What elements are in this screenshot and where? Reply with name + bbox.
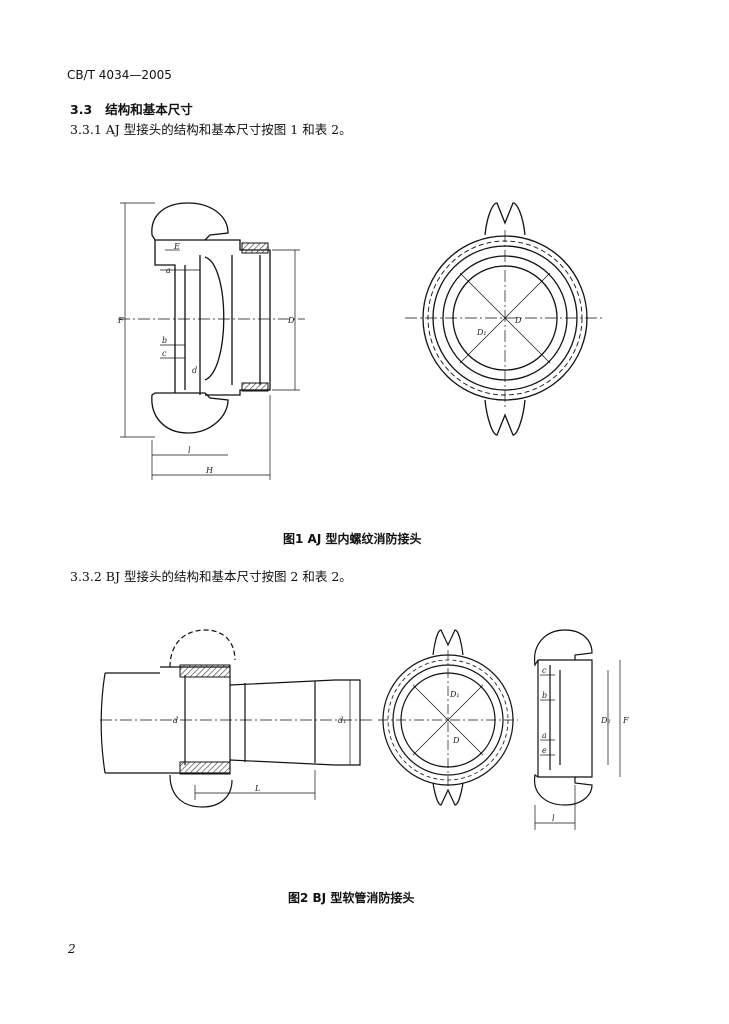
fig1-label-D: D bbox=[287, 316, 295, 325]
figure-2-front-view: D₁ D bbox=[378, 629, 518, 806]
fig2-label-d1: d₁ bbox=[338, 716, 346, 725]
paragraph-3-3-2: 3.3.2 BJ 型接头的结构和基本尺寸按图 2 和表 2。 bbox=[70, 569, 352, 584]
fig1-label-E: E bbox=[173, 242, 180, 251]
fig1-label-D-front: D bbox=[514, 316, 522, 325]
fig1-label-D1: D₁ bbox=[476, 328, 487, 337]
fig2-label-d: d bbox=[173, 716, 178, 725]
fig2-label-e: e bbox=[542, 746, 547, 755]
standard-number: CB/T 4034—2005 bbox=[67, 68, 172, 82]
fig2-label-l: l bbox=[552, 814, 555, 823]
fig1-label-d: d bbox=[192, 366, 197, 375]
fig1-label-b: b bbox=[162, 336, 167, 345]
page-number: 2 bbox=[68, 942, 76, 956]
section-title: 结构和基本尺寸 bbox=[105, 102, 193, 117]
fig2-label-F: F bbox=[622, 716, 629, 725]
fig2-label-b: b bbox=[542, 691, 547, 700]
figure-2-caption: 图2 BJ 型软管消防接头 bbox=[288, 891, 415, 905]
figure-1-caption: 图1 AJ 型内螺纹消防接头 bbox=[283, 532, 422, 546]
fig2-label-D2: D₂ bbox=[600, 716, 611, 725]
fig1-label-c: c bbox=[162, 349, 167, 358]
figure-2-side-view: d d₁ L bbox=[100, 629, 375, 808]
fig1-label-a: a bbox=[166, 266, 171, 275]
figure-2-section-view: c b a e D₂ F l bbox=[534, 629, 629, 830]
fig2-label-D1: D₁ bbox=[449, 690, 460, 699]
section-number: 3.3 bbox=[70, 102, 93, 117]
fig1-label-H: H bbox=[205, 466, 214, 475]
fig2-label-c: c bbox=[542, 666, 547, 675]
paragraph-3-3-1: 3.3.1 AJ 型接头的结构和基本尺寸按图 1 和表 2。 bbox=[70, 122, 352, 137]
figure-1-front-view: D₁ D bbox=[405, 202, 605, 436]
fig2-label-D: D bbox=[452, 736, 460, 745]
section-heading: 3.3 结构和基本尺寸 bbox=[70, 99, 193, 118]
figure-1-side-view: E F a b c d D l H bbox=[117, 202, 305, 480]
fig1-label-F: F bbox=[117, 316, 124, 325]
fig1-label-l: l bbox=[188, 446, 191, 455]
fig2-label-L: L bbox=[254, 784, 260, 793]
fig2-label-a: a bbox=[542, 731, 547, 740]
